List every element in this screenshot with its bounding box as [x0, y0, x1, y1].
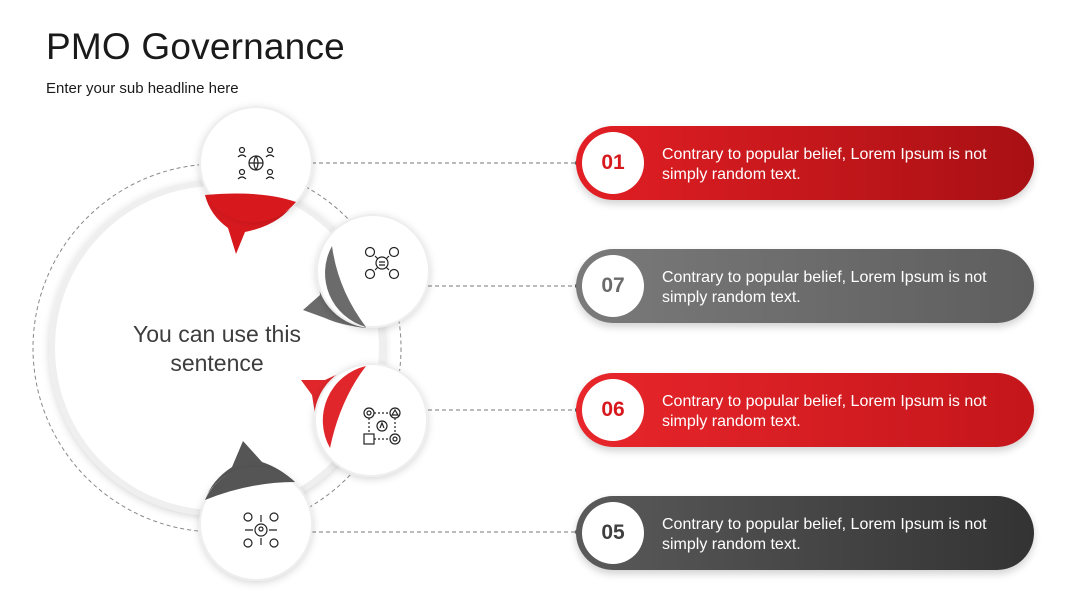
node-cap-4 — [205, 466, 295, 500]
central-person-network-icon — [243, 512, 279, 548]
item-text-1: Contrary to popular belief, Lorem Ipsum … — [662, 146, 987, 183]
item-pill-bg-3 — [576, 373, 1034, 447]
node-cap-1 — [205, 193, 296, 223]
item-pill-1: 01 Contrary to popular belief, Lorem Ips… — [576, 126, 1034, 200]
item-pill-bg-2 — [576, 249, 1034, 323]
center-statement: You can use this sentence — [133, 321, 301, 376]
page-subtitle: Enter your sub headline here — [46, 80, 239, 97]
process-network-icon — [363, 407, 401, 445]
node-cap-3 — [322, 366, 366, 448]
item-number-3: 06 — [582, 379, 644, 441]
item-pill-bg-4 — [576, 496, 1034, 570]
item-pill-2: 07 Contrary to popular belief, Lorem Ips… — [576, 249, 1034, 323]
team-discussion-icon — [364, 246, 400, 280]
item-number-1: 01 — [582, 132, 644, 194]
item-text-2: Contrary to popular belief, Lorem Ipsum … — [662, 269, 987, 306]
item-text-3: Contrary to popular belief, Lorem Ipsum … — [662, 393, 987, 430]
node-cap-2 — [325, 246, 366, 327]
item-pill-4: 05 Contrary to popular belief, Lorem Ips… — [576, 496, 1034, 570]
item-number-2: 07 — [582, 255, 644, 317]
item-pill-bg-1 — [576, 126, 1034, 200]
item-pill-3: 06 Contrary to popular belief, Lorem Ips… — [576, 373, 1034, 447]
page-title: PMO Governance — [46, 26, 345, 67]
people-globe-icon — [237, 146, 275, 180]
item-number-4: 05 — [582, 502, 644, 564]
item-text-4: Contrary to popular belief, Lorem Ipsum … — [662, 516, 987, 553]
